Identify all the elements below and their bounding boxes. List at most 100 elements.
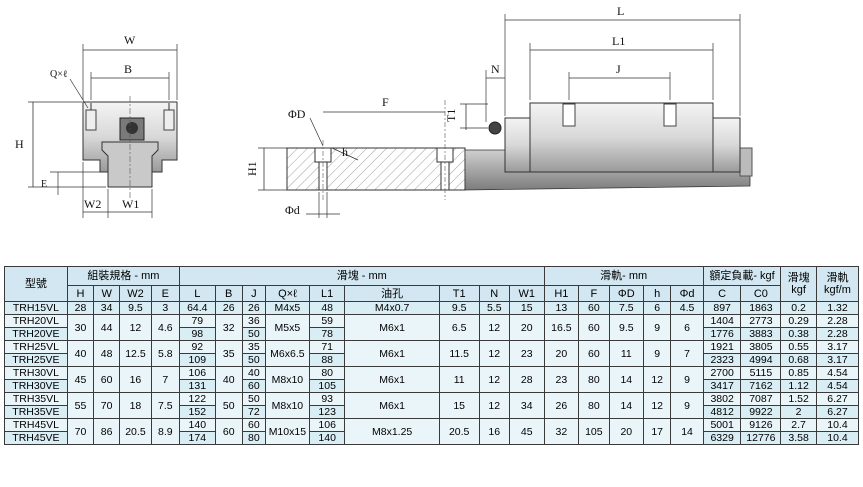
value-cell: 45 (66, 366, 95, 393)
value-cell: 98 (178, 327, 216, 341)
value-cell: 34 (93, 301, 121, 315)
value-cell: 5115 (740, 366, 782, 380)
value-cell: 4.5 (670, 301, 704, 315)
column-header: 油孔 (344, 285, 440, 302)
value-cell: 5.5 (478, 301, 510, 315)
column-header: h (643, 285, 672, 302)
value-cell: 4.54 (815, 366, 860, 380)
rail-weight-unit: kgf/m (824, 284, 851, 296)
value-cell: M6x6.5 (264, 340, 310, 367)
value-cell: 2.7 (780, 418, 817, 432)
value-cell: 13 (543, 301, 580, 315)
value-cell: M6x1 (344, 392, 440, 419)
value-cell: 3802 (702, 392, 742, 406)
value-cell: 1863 (740, 301, 782, 315)
value-cell: 0.55 (780, 340, 817, 354)
dim-label-W: W (124, 33, 136, 47)
value-cell: 3.17 (815, 353, 860, 367)
value-cell: 174 (178, 431, 216, 445)
value-cell: 26 (543, 392, 580, 419)
value-cell: 106 (178, 366, 216, 380)
rail-header: 滑軌- mm (543, 266, 704, 286)
technical-drawing: W B Q×ℓ H E W2 W1 (15, 4, 753, 218)
dim-label-W2: W2 (84, 197, 101, 211)
value-cell: 140 (178, 418, 216, 432)
column-header: E (150, 285, 180, 302)
value-cell: 9922 (740, 405, 782, 419)
value-cell: 32 (543, 418, 580, 445)
value-cell: M6x1 (344, 340, 440, 367)
model-cell: TRH25VL (4, 340, 68, 354)
model-cell: TRH15VL (4, 301, 68, 315)
column-header: T1 (438, 285, 480, 302)
dim-label-H: H (15, 137, 24, 151)
dim-label-E: E (41, 179, 47, 190)
value-cell: M5x5 (264, 314, 310, 341)
value-cell: 40 (214, 366, 243, 393)
value-cell: 71 (308, 340, 346, 354)
value-cell: 6 (670, 314, 704, 341)
value-cell: 93 (308, 392, 346, 406)
header-row-groups: 型號 組裝規格 - mm 滑塊 - mm 滑軌- mm 額定負載- kgf 滑塊… (4, 266, 860, 302)
model-cell: TRH45VE (4, 431, 68, 445)
value-cell: 0.2 (780, 301, 817, 315)
value-cell: 9 (643, 340, 672, 367)
value-cell: 140 (308, 431, 346, 445)
value-cell: 2 (780, 405, 817, 419)
spec-table: 型號 組裝規格 - mm 滑塊 - mm 滑軌- mm 額定負載- kgf 滑塊… (4, 266, 860, 445)
column-header: W1 (508, 285, 545, 302)
value-cell: 28 (508, 366, 545, 393)
dim-label-F: F (382, 95, 389, 109)
value-cell: 20 (608, 418, 645, 445)
value-cell: 105 (308, 379, 346, 393)
value-cell: 2323 (702, 353, 742, 367)
value-cell: M6x1 (344, 366, 440, 393)
model-cell: TRH35VE (4, 405, 68, 419)
block-weight-label: 滑塊 (787, 272, 810, 284)
value-cell: 3417 (702, 379, 742, 393)
value-cell: 3.58 (780, 431, 817, 445)
value-cell: 30 (66, 314, 95, 341)
value-cell: 9126 (740, 418, 782, 432)
front-view: W B Q×ℓ H E W2 W1 (15, 33, 178, 218)
value-cell: 23 (508, 340, 545, 367)
value-cell: 4994 (740, 353, 782, 367)
value-cell: 14 (608, 392, 645, 419)
value-cell: 0.29 (780, 314, 817, 328)
value-cell: 3805 (740, 340, 782, 354)
value-cell: 60 (578, 340, 610, 367)
dim-label-W1: W1 (122, 197, 139, 211)
value-cell: 122 (178, 392, 216, 406)
value-cell: 2773 (740, 314, 782, 328)
dim-label-L1: L1 (612, 34, 625, 48)
value-cell: 32 (214, 314, 243, 341)
value-cell: 50 (241, 353, 266, 367)
model-cell: TRH25VE (4, 353, 68, 367)
value-cell: 6329 (702, 431, 742, 445)
model-cell: TRH45VL (4, 418, 68, 432)
value-cell: 60 (241, 379, 266, 393)
value-cell: 10.4 (815, 431, 860, 445)
value-cell: 60 (578, 301, 610, 315)
value-cell: 12 (119, 314, 152, 341)
column-header: C0 (740, 285, 782, 302)
value-cell: 4.54 (815, 379, 860, 393)
dim-label-B: B (124, 62, 132, 76)
value-cell: 26 (214, 301, 243, 315)
value-cell: 86 (93, 418, 121, 445)
column-header: ΦD (608, 285, 645, 302)
value-cell: M8x1.25 (344, 418, 440, 445)
value-cell: 1404 (702, 314, 742, 328)
value-cell: 7162 (740, 379, 782, 393)
value-cell: 12776 (740, 431, 782, 445)
column-header: C (702, 285, 742, 302)
value-cell: 35 (241, 340, 266, 354)
value-cell: 9.5 (119, 301, 152, 315)
value-cell: 3.17 (815, 340, 860, 354)
column-header: L1 (308, 285, 346, 302)
